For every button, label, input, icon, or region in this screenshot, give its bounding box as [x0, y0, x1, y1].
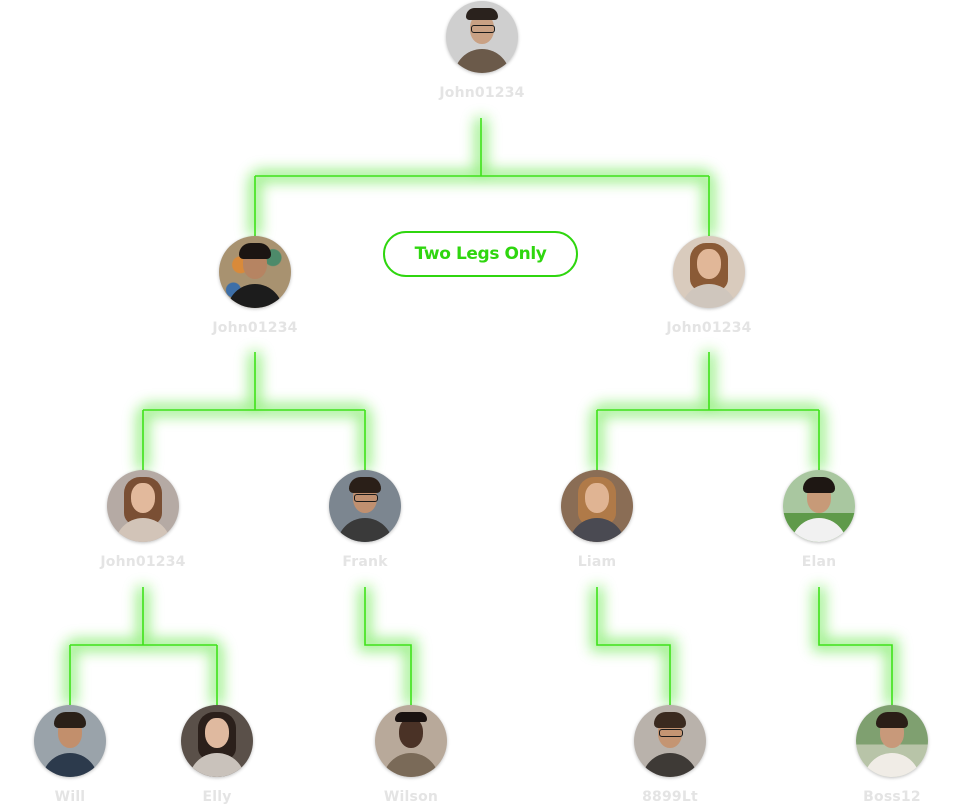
avatar-right-left — [561, 470, 633, 542]
avatar-wilson — [375, 705, 447, 777]
node-name-8899lt: 8899Lt — [642, 789, 698, 805]
avatar-boss12 — [856, 705, 928, 777]
node-name-left-right: Frank — [342, 554, 388, 570]
tree-node-right-left[interactable]: Liam — [527, 470, 667, 570]
node-name-wilson: Wilson — [383, 789, 439, 805]
avatar-right-right — [783, 470, 855, 542]
tree-node-boss12[interactable]: Boss12 — [822, 705, 962, 805]
node-name-left: John01234 — [212, 320, 298, 336]
node-name-right-right: Elan — [801, 554, 837, 570]
avatar-left-left — [107, 470, 179, 542]
glow-frank-branch — [359, 587, 417, 705]
avatar-root — [446, 1, 518, 73]
glow-left-branch — [137, 352, 371, 470]
tree-node-wilson[interactable]: Wilson — [341, 705, 481, 805]
connector-glow — [64, 118, 898, 705]
tree-node-will[interactable]: Will — [0, 705, 140, 805]
glow-root-to-level1 — [249, 118, 715, 236]
node-name-root: John01234 — [439, 85, 525, 101]
line-john-branch — [69, 587, 218, 705]
connector-lines — [69, 118, 893, 705]
tree-node-right-right[interactable]: Elan — [749, 470, 889, 570]
glow-liam-branch — [591, 587, 676, 705]
node-name-will: Will — [54, 789, 86, 805]
tree-node-elly[interactable]: Elly — [147, 705, 287, 805]
tree-node-left-left[interactable]: John01234 — [73, 470, 213, 570]
tree-node-8899lt[interactable]: 8899Lt — [600, 705, 740, 805]
avatar-will — [34, 705, 106, 777]
line-left-branch — [142, 352, 366, 470]
avatar-right — [673, 236, 745, 308]
line-elan-branch — [818, 587, 893, 705]
node-name-boss12: Boss12 — [863, 789, 921, 805]
line-root-to-level1 — [254, 118, 710, 236]
node-name-elly: Elly — [202, 789, 232, 805]
tree-node-root[interactable]: John01234 — [412, 1, 552, 101]
avatar-left — [219, 236, 291, 308]
two-legs-only-badge: Two Legs Only — [383, 231, 578, 277]
tree-node-left-right[interactable]: Frank — [295, 470, 435, 570]
line-right-branch — [596, 352, 820, 470]
avatar-elly — [181, 705, 253, 777]
node-name-right-left: Liam — [577, 554, 617, 570]
tree-node-left[interactable]: John01234 — [185, 236, 325, 336]
node-name-right: John01234 — [666, 320, 752, 336]
glow-right-branch — [591, 352, 825, 470]
glow-elan-branch — [813, 587, 898, 705]
avatar-left-right — [329, 470, 401, 542]
line-frank-branch — [364, 587, 412, 705]
tree-node-right[interactable]: John01234 — [639, 236, 779, 336]
line-liam-branch — [596, 587, 671, 705]
node-name-left-left: John01234 — [100, 554, 186, 570]
avatar-8899lt — [634, 705, 706, 777]
